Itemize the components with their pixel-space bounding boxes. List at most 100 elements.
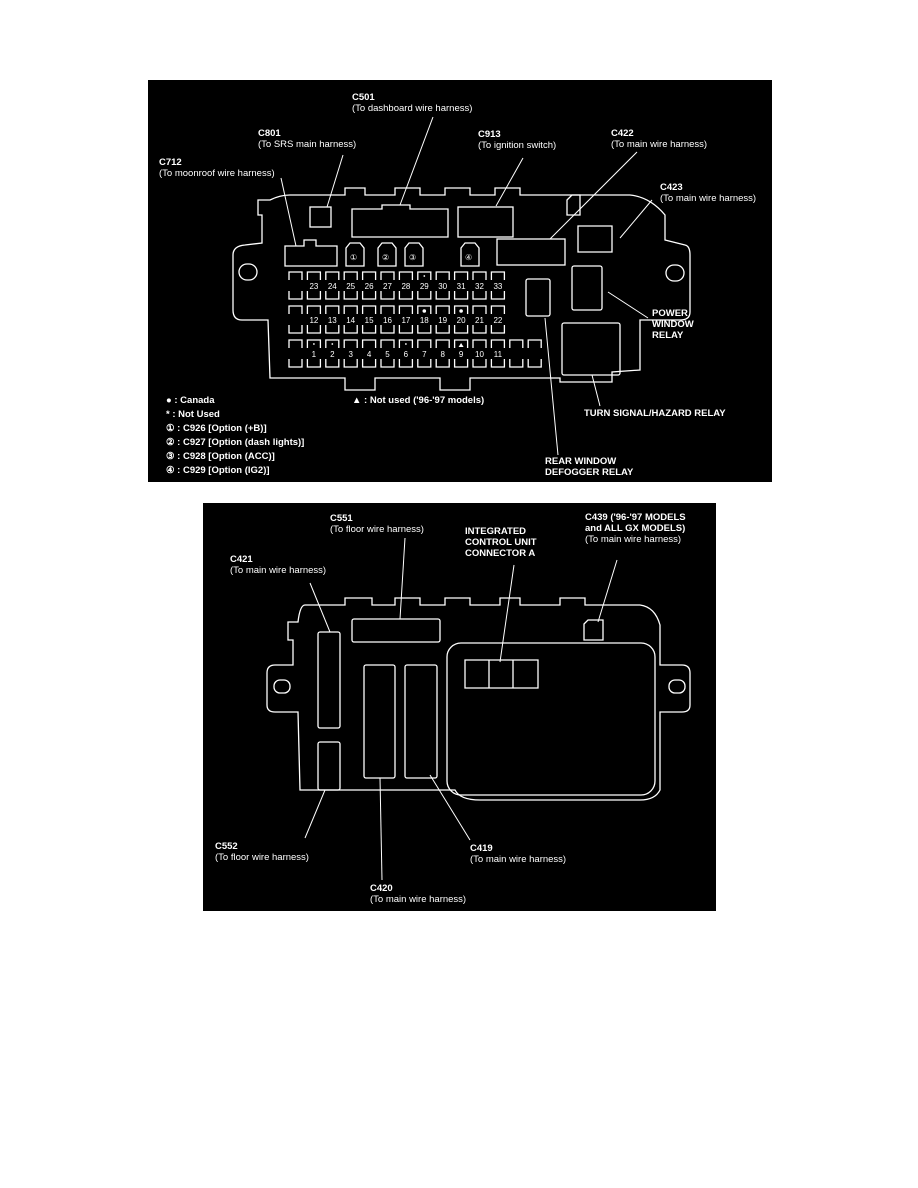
icu-connector-a xyxy=(464,659,539,689)
rear-defogger-line-2: DEFOGGER RELAY xyxy=(545,467,634,478)
callout-turn-signal-relay: TURN SIGNAL/HAZARD RELAY xyxy=(584,408,726,419)
fuse-slot-1 xyxy=(306,339,322,368)
fuse-number: 23 xyxy=(309,282,318,291)
leader-turn-signal xyxy=(591,374,601,407)
fuse-number: 4 xyxy=(367,350,372,359)
callout-c552: C552(To floor wire harness) xyxy=(215,841,309,863)
c421-code: C421 xyxy=(230,554,253,565)
fuse-slot-20 xyxy=(453,305,469,334)
fuse-number: 10 xyxy=(475,350,484,359)
canada-marker xyxy=(459,309,463,313)
power-window-relay xyxy=(571,265,603,311)
not-used-marker xyxy=(423,275,426,277)
c712-desc: (To moonroof wire harness) xyxy=(159,168,275,179)
c552-desc: (To floor wire harness) xyxy=(215,852,309,863)
fuse-number: 3 xyxy=(348,350,353,359)
legend: ● : Canada * : Not Used ① : C926 [Option… xyxy=(166,394,304,478)
rear-defogger-line-1: REAR WINDOW xyxy=(545,456,617,467)
c421-desc: (To main wire harness) xyxy=(230,565,327,576)
c419-desc: (To main wire harness) xyxy=(470,854,567,865)
fuse-slot-33 xyxy=(490,271,506,300)
connector-c423 xyxy=(577,225,613,253)
fuse-slot-15 xyxy=(361,305,377,334)
connector-c421 xyxy=(317,631,341,729)
connector-c422 xyxy=(496,238,566,266)
fuse-slot-23 xyxy=(306,271,322,300)
power-window-line-1: POWER xyxy=(652,308,688,319)
c551-code: C551 xyxy=(330,513,353,524)
integrated-control-unit xyxy=(446,642,656,796)
option-label-2: ② xyxy=(382,253,389,262)
callout-c712: C712(To moonroof wire harness) xyxy=(159,157,275,179)
c801-code: C801 xyxy=(258,128,281,139)
c439-code-line-2: and ALL GX MODELS) xyxy=(585,523,686,534)
fuse-slot-26 xyxy=(361,271,377,300)
icu-line-3: CONNECTOR A xyxy=(465,548,536,559)
c423-desc: (To main wire harness) xyxy=(660,193,757,204)
option-connector-1 xyxy=(345,242,365,267)
not-used-marker xyxy=(313,343,315,345)
legend-c929: ④ : C929 [Option (IG2)] xyxy=(166,465,270,476)
callout-icu-connector-a: INTEGRATED CONTROL UNIT CONNECTOR A xyxy=(465,526,537,559)
fuse-slot-12 xyxy=(306,305,322,334)
rear-housing-outline xyxy=(266,597,691,801)
fuse-number: 30 xyxy=(438,282,447,291)
connector-c420 xyxy=(363,664,396,779)
legend-triangle: ▲ : Not used ('96-'97 models) xyxy=(352,395,485,406)
fuse-slot-19 xyxy=(435,305,450,334)
option-label-4: ④ xyxy=(465,253,472,262)
callout-c422: C422(To main wire harness) xyxy=(611,128,707,150)
rear-defogger-relay xyxy=(525,278,551,317)
fuse-slot-32 xyxy=(472,271,487,300)
fuse-number: 20 xyxy=(457,316,466,325)
leader-icu xyxy=(499,564,515,663)
fuse-slot-2 xyxy=(325,339,340,368)
option-connector-4 xyxy=(460,242,480,267)
fuse-number: 28 xyxy=(401,282,410,291)
fuse-number: 18 xyxy=(420,316,429,325)
c501-code: C501 xyxy=(352,92,375,103)
fuse-slot-7 xyxy=(417,339,432,368)
fuse-number: 5 xyxy=(385,350,390,359)
fuse-slot-30 xyxy=(435,271,450,300)
fuse-slot-21 xyxy=(472,305,487,334)
leader-c439 xyxy=(597,559,618,623)
fuse-number: 19 xyxy=(438,316,447,325)
leader-c552 xyxy=(304,789,326,839)
c913-desc: (To ignition switch) xyxy=(478,140,557,151)
leader-c501 xyxy=(399,116,434,206)
connector-c712 xyxy=(284,239,338,267)
fuse-number: 32 xyxy=(475,282,484,291)
c552-code: C552 xyxy=(215,841,238,852)
leader-rear-defogger xyxy=(544,317,559,456)
fuse-number: 9 xyxy=(459,350,464,359)
fuse-slot xyxy=(527,339,542,368)
fuse-slot-24 xyxy=(325,271,340,300)
fuse-slot-4 xyxy=(361,339,377,368)
leader-c712 xyxy=(280,177,297,247)
fuse-number: 15 xyxy=(365,316,374,325)
fuse-slot-8 xyxy=(435,339,450,368)
fuse-slot-27 xyxy=(380,271,395,300)
fuse-slot-11 xyxy=(490,339,506,368)
icu-line-2: CONTROL UNIT xyxy=(465,537,537,548)
fuse-number: 12 xyxy=(309,316,318,325)
callout-c439: C439 ('96-'97 MODELS and ALL GX MODELS) … xyxy=(585,512,686,545)
fuse-number: 8 xyxy=(440,350,445,359)
fuse-slot-9 xyxy=(453,339,469,368)
fuse-number: 25 xyxy=(346,282,355,291)
not-used-marker xyxy=(331,343,334,345)
fuse-slot xyxy=(288,339,303,368)
connector-c501 xyxy=(351,204,449,238)
leader-c423 xyxy=(619,199,653,239)
callout-c419: C419(To main wire harness) xyxy=(470,843,566,865)
fuse-slot-22 xyxy=(490,305,506,334)
leader-c551 xyxy=(399,537,406,620)
fuse-slot xyxy=(288,271,303,300)
fuse-box-rear-view: C551 (To floor wire harness) INTEGRATED C… xyxy=(203,503,716,911)
power-window-line-2: WINDOW xyxy=(652,319,694,330)
fuse-slot-17 xyxy=(398,305,414,334)
fuse-number: 16 xyxy=(383,316,392,325)
